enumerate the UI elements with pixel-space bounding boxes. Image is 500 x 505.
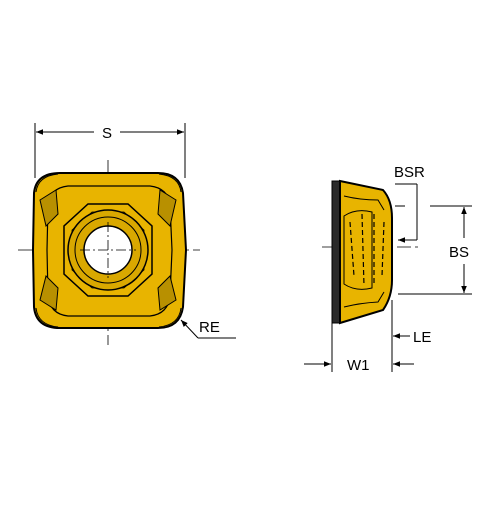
side-flank xyxy=(331,180,341,324)
chipbreaker-bottom-right xyxy=(157,275,177,311)
dimension-bsr: BSR xyxy=(394,164,425,243)
chipbreaker-bottom-left xyxy=(39,275,59,311)
dimension-s: S xyxy=(34,123,186,178)
side-recess xyxy=(343,210,373,290)
side-groove-4 xyxy=(381,221,385,277)
bsr-label: BSR xyxy=(394,164,425,181)
side-groove-1 xyxy=(349,221,355,277)
dimension-le: LE xyxy=(391,300,431,372)
s-label: S xyxy=(102,125,112,142)
screw-hole-ring xyxy=(74,216,142,284)
corner-facet-tl xyxy=(35,173,59,193)
chipbreaker-right xyxy=(157,189,177,227)
side-view xyxy=(322,179,418,325)
chipbreaker-left xyxy=(39,189,59,227)
le-label: LE xyxy=(413,329,431,346)
re-leader-angle xyxy=(180,319,199,339)
side-facet-bottom xyxy=(343,291,385,308)
side-groove-2 xyxy=(361,213,365,287)
corner-facet-tr xyxy=(158,173,182,193)
dimension-re: RE xyxy=(180,319,236,339)
dimension-w1: W1 xyxy=(304,323,414,374)
corner-facet-br xyxy=(158,307,182,328)
re-label: RE xyxy=(199,319,220,336)
w1-label: W1 xyxy=(347,357,370,374)
top-view xyxy=(18,160,200,345)
dimension-bs: BS xyxy=(398,205,472,295)
corner-facet-bl xyxy=(35,307,59,328)
side-body xyxy=(339,179,393,325)
bs-label: BS xyxy=(449,244,469,261)
side-facet-top xyxy=(343,195,385,211)
